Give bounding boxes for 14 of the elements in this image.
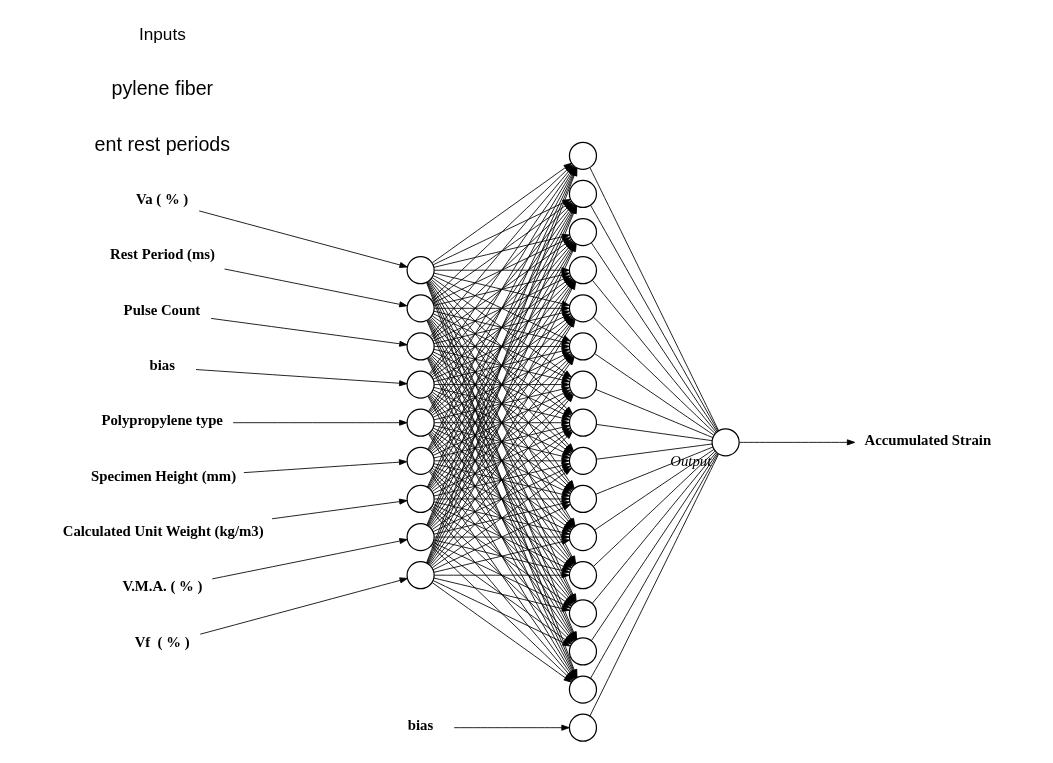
node-text: bias [407,717,433,734]
node-text: Rest Period (ms) [109,246,215,263]
node-text: V.M.A. ( % ) [121,578,202,595]
label: pylene fiber [111,77,213,100]
node-text: bias [148,356,175,373]
label: ent rest periods [94,132,230,155]
node-text: Specimen Height (mm) [90,467,236,484]
node-text: Va ( % ) [135,190,188,207]
node-text: Calculated Unit Weight (kg/m3) [62,522,264,539]
node-text: Polypropylene type [101,412,223,429]
node-text: Accumulated Strain [864,431,991,448]
node-text: Vf ( % ) [134,633,190,650]
label: Inputs [138,23,186,44]
node-text: Pulse Count [123,301,200,318]
